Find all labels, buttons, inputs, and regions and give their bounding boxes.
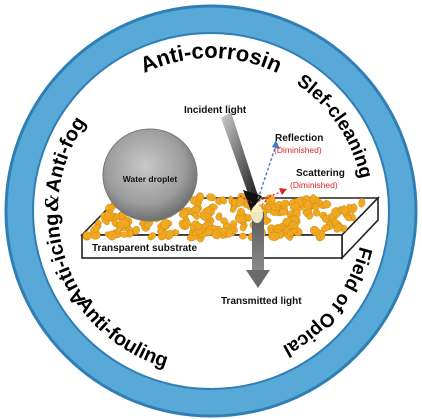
transmitted-light-label: Transmitted light [221, 296, 302, 307]
water-droplet: Water droplet [102, 128, 198, 222]
nanoparticle [157, 227, 164, 235]
nanoparticle [211, 229, 222, 240]
nanoparticle [239, 232, 247, 240]
nanoparticle [306, 212, 314, 220]
nanoparticle [279, 208, 288, 216]
nanoparticle [107, 230, 117, 241]
water-droplet-label: Water droplet [123, 174, 178, 184]
nanoparticle [230, 220, 238, 228]
nanoparticle [268, 232, 280, 241]
nanoparticle [117, 218, 130, 229]
nanoparticle [181, 219, 191, 229]
nanoparticle [132, 225, 140, 235]
nanoparticle [344, 214, 353, 222]
nanoparticle [303, 200, 312, 211]
scatter-arrowhead [279, 188, 287, 195]
nanoparticle [219, 196, 227, 205]
nanoparticle [230, 205, 237, 213]
nanoparticle [351, 203, 358, 213]
nanoparticle [264, 204, 272, 211]
nanoparticle [202, 207, 213, 215]
nanoparticle [194, 222, 203, 230]
nanoparticle [274, 200, 282, 209]
nanoparticle [164, 229, 175, 240]
nanoparticle [90, 224, 101, 234]
reflection-arrow [257, 140, 280, 200]
nanoparticle [237, 207, 245, 216]
nanoparticle [206, 193, 217, 202]
reflection-label: Reflection [275, 133, 323, 144]
scattering-label: Scattering [296, 168, 345, 179]
nanoparticle [321, 224, 331, 232]
nanoparticle [120, 231, 129, 238]
nanoparticle [333, 223, 343, 233]
substrate-label: Transparent substrate [92, 243, 197, 254]
incident-light-beam [221, 112, 262, 211]
reflection-sub-label: (Diminished) [274, 145, 322, 155]
nanoparticle [82, 231, 92, 240]
nanoparticle [192, 211, 200, 220]
incident-light-label: Incident light [184, 105, 247, 116]
nanoparticle [290, 228, 298, 235]
nanoparticle [104, 211, 112, 219]
nanoparticle [244, 214, 253, 222]
nanoparticle [239, 224, 247, 232]
nanoparticle [195, 192, 205, 202]
scattering-arrows [239, 190, 284, 206]
nanoparticle [312, 203, 320, 211]
nanoparticle [321, 214, 330, 223]
transmitted-light-beam [246, 205, 270, 288]
nanoparticle [309, 194, 317, 204]
nanoparticle [147, 232, 157, 241]
nanoparticle [358, 198, 366, 208]
nanoparticle [339, 205, 349, 216]
nanoparticle [236, 196, 245, 207]
nanoparticle [310, 225, 321, 237]
nanoparticle [290, 202, 300, 211]
nanoparticle [288, 221, 299, 230]
nanoparticle [220, 217, 228, 225]
nanoparticle [274, 224, 282, 233]
nanoparticle [322, 200, 332, 209]
nanoparticle [215, 212, 223, 221]
scattering-sub-label: (Diminished) [290, 180, 338, 190]
